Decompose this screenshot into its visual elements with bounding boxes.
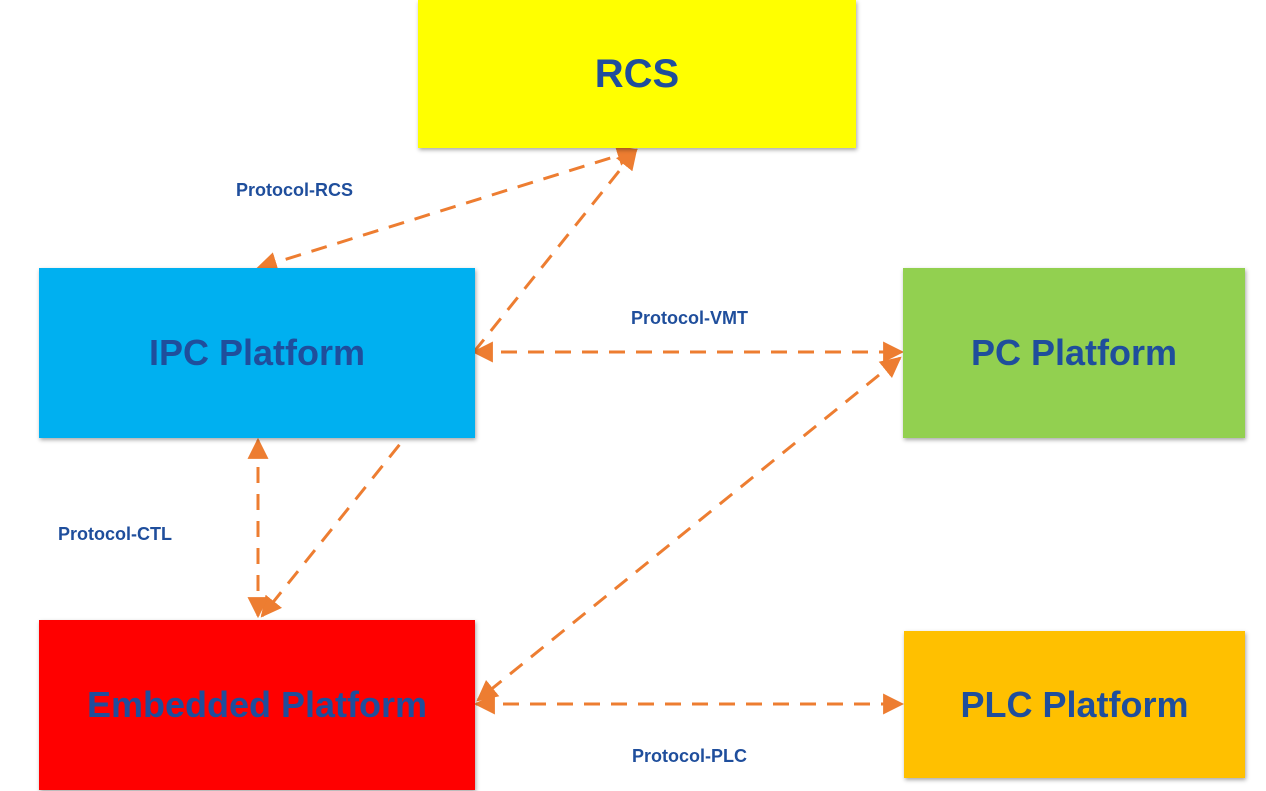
plc-platform-label: PLC Platform: [960, 683, 1189, 725]
embedded-platform-label: Embedded Platform: [86, 684, 428, 725]
pc-platform-box: PC Platform: [903, 268, 1245, 438]
pc-platform-label: PC Platform: [970, 332, 1178, 373]
rcs-label: RCS: [594, 51, 680, 96]
rcs-box: RCS: [418, 0, 856, 148]
connector-rcs-ipc: [255, 145, 639, 273]
plc-platform-box: PLC Platform: [904, 631, 1245, 778]
connector-pc-embedded: [476, 356, 902, 702]
protocol-ctl-label: Protocol-CTL: [58, 524, 172, 544]
protocol-vmt-label: Protocol-VMT: [631, 308, 748, 328]
ipc-platform-box: IPC Platform: [39, 268, 475, 438]
protocol-rcs-label: Protocol-RCS: [236, 180, 353, 200]
protocol-plc-label: Protocol-PLC: [632, 746, 747, 766]
ipc-platform-label: IPC Platform: [148, 332, 366, 373]
embedded-platform-box: Embedded Platform: [39, 620, 475, 790]
